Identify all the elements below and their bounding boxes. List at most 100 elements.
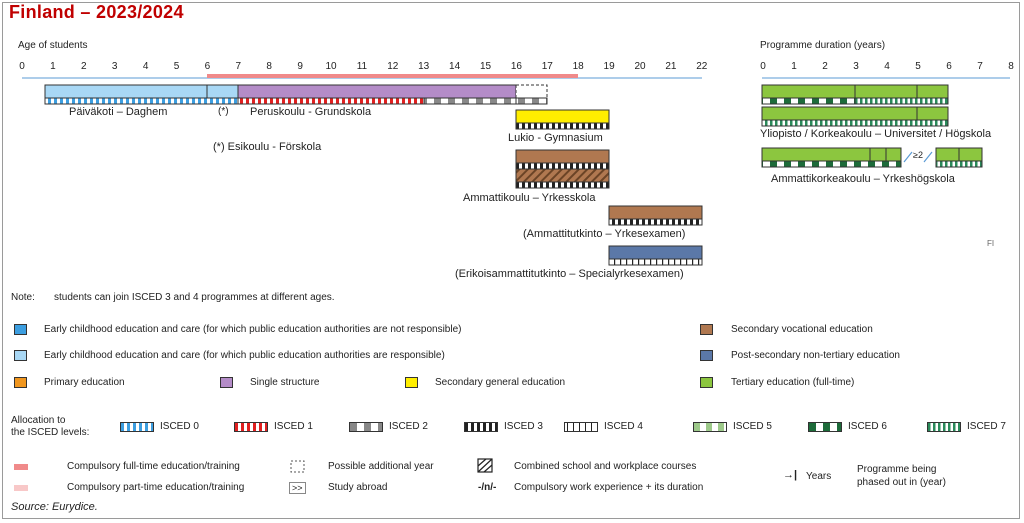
additional-year-swatch <box>290 460 305 473</box>
isced-label-7: ISCED 7 <box>967 421 1006 432</box>
age-tick-10: 10 <box>325 61 337 72</box>
years-arrow-icon: →| <box>783 469 798 481</box>
legend-swatch-ecec-resp <box>14 350 27 361</box>
duration-tick-5: 5 <box>915 61 921 72</box>
legend-swatch-ecec-not <box>14 324 27 335</box>
peruskoulu-bar <box>237 84 517 99</box>
ammattikoulu-isced3-bottom <box>515 181 610 189</box>
age-tick-17: 17 <box>541 61 553 72</box>
compulsory-full-time-bar <box>207 74 578 78</box>
study-abroad-symbol: >> <box>289 482 306 494</box>
duration-tick-7: 7 <box>977 61 983 72</box>
note-text: students can join ISCED 3 and 4 programm… <box>54 292 335 303</box>
note-label: Note: <box>11 292 35 303</box>
work-experience-symbol: -/n/- <box>478 482 497 493</box>
erikois-label: (Erikoisammattitutkinto – Specialyrkesex… <box>455 268 684 280</box>
lukio-bar <box>515 109 610 124</box>
age-tick-11: 11 <box>356 61 368 72</box>
erikois-isced4 <box>608 258 703 266</box>
age-tick-22: 22 <box>696 61 708 72</box>
legend-primary: Primary education <box>44 377 125 388</box>
peruskoulu-isced1 <box>237 97 425 105</box>
yliopisto-bar-2 <box>761 106 949 121</box>
legend-ecec-resp: Early childhood education and care (for … <box>44 350 445 361</box>
isced-label-6: ISCED 6 <box>848 421 887 432</box>
ammattikoulu-bar <box>515 149 610 164</box>
erikois-bar <box>608 245 703 260</box>
age-tick-19: 19 <box>603 61 615 72</box>
legend-swatch-post-sec <box>700 350 713 361</box>
age-tick-5: 5 <box>173 61 180 72</box>
legend-sec-voc: Secondary vocational education <box>731 324 873 335</box>
isced-swatch-5 <box>693 422 727 432</box>
duration-tick-6: 6 <box>946 61 952 72</box>
duration-tick-8: 8 <box>1008 61 1014 72</box>
legend-swatch-single <box>220 377 233 388</box>
amk-isced6 <box>761 160 902 168</box>
peruskoulu-isced2 <box>423 97 517 105</box>
duration-tick-0: 0 <box>760 61 766 72</box>
yliopisto-isced6 <box>761 97 856 105</box>
key-study-abroad: Study abroad <box>328 482 388 493</box>
isced-swatch-3 <box>464 422 498 432</box>
age-tick-6: 6 <box>204 61 211 72</box>
amk-bar-1 <box>761 147 902 162</box>
work-experience-marks <box>903 151 933 163</box>
esikoulu-asterisk: (*) <box>218 106 229 117</box>
isced-swatch-1 <box>234 422 268 432</box>
legend-tertiary: Tertiary education (full-time) <box>731 377 855 388</box>
age-tick-9: 9 <box>297 61 303 72</box>
age-tick-3: 3 <box>111 61 118 72</box>
age-tick-15: 15 <box>479 61 492 72</box>
duration-axis-label: Programme duration (years) <box>760 40 886 51</box>
isced-swatch-6 <box>808 422 842 432</box>
legend-post-sec: Post-secondary non-tertiary education <box>731 350 900 361</box>
legend-swatch-primary <box>14 377 27 388</box>
compulsory-full-swatch <box>14 464 28 470</box>
age-tick-12: 12 <box>387 61 399 72</box>
key-phased-1: Programme being <box>857 464 937 475</box>
amk-isced7 <box>935 160 983 168</box>
age-tick-13: 13 <box>418 61 430 72</box>
ammattitutkinto-isced3 <box>608 218 703 226</box>
key-comp-part: Compulsory part-time education/training <box>67 482 245 493</box>
key-phased-2: phased out in (year) <box>857 477 946 488</box>
paivakoti-bar <box>44 84 239 99</box>
legend-sec-gen: Secondary general education <box>435 377 566 388</box>
paivakoti-isced0 <box>44 97 239 105</box>
key-work: Compulsory work experience + its duratio… <box>514 482 704 493</box>
age-tick-16: 16 <box>510 61 522 72</box>
allocation-label-2: the ISCED levels: <box>11 427 90 438</box>
amk-work-duration: ≥2 <box>913 150 923 160</box>
amk-label: Ammattikorkeakoulu – Yrkeshögskola <box>771 173 955 185</box>
key-years: Years <box>806 471 832 482</box>
isced-swatch-7 <box>927 422 961 432</box>
isced-swatch-0 <box>120 422 154 432</box>
age-tick-2: 2 <box>81 61 87 72</box>
key-combined: Combined school and workplace courses <box>514 461 697 472</box>
legend-swatch-sec-voc <box>700 324 713 335</box>
legend-swatch-tertiary <box>700 377 713 388</box>
age-tick-21: 21 <box>665 61 677 72</box>
paivakoti-label: Päiväkoti – Daghem <box>69 106 168 118</box>
isced-label-1: ISCED 1 <box>274 421 313 432</box>
duration-tick-4: 4 <box>884 61 890 72</box>
additional-year-box <box>515 84 548 99</box>
age-tick-8: 8 <box>266 61 272 72</box>
ammattikoulu-combined-bar <box>515 168 610 183</box>
duration-tick-1: 1 <box>791 61 797 72</box>
isced-swatch-4 <box>564 422 598 432</box>
ammattikoulu-label: Ammattikoulu – Yrkesskola <box>463 192 596 204</box>
isced-label-2: ISCED 2 <box>389 421 428 432</box>
esikoulu-label: (*) Esikoulu - Förskola <box>213 141 322 153</box>
key-add-year: Possible additional year <box>328 461 434 472</box>
age-tick-14: 14 <box>449 61 461 72</box>
ammattikoulu-isced3-top <box>515 162 610 170</box>
legend-ecec-not: Early childhood education and care (for … <box>44 324 462 335</box>
key-comp-full: Compulsory full-time education/training <box>67 461 240 472</box>
isced-label-0: ISCED 0 <box>160 421 199 432</box>
isced-label-5: ISCED 5 <box>733 421 772 432</box>
age-tick-1: 1 <box>50 61 56 72</box>
legend-swatch-sec-gen <box>405 377 418 388</box>
